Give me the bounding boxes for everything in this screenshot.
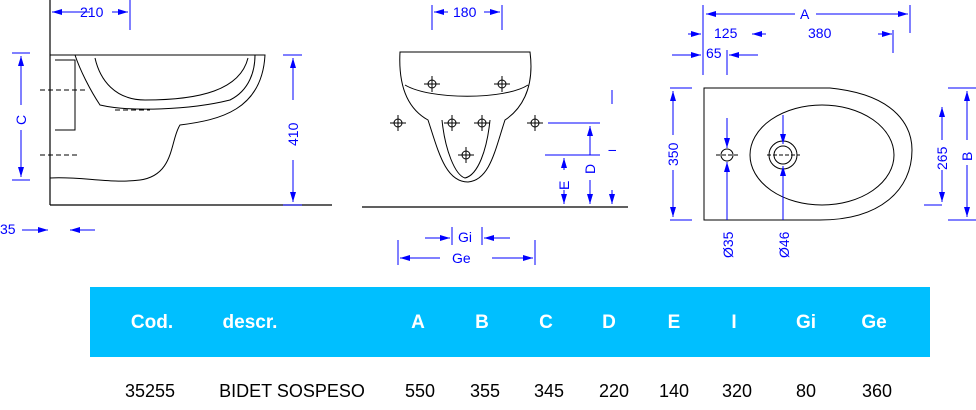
front-view: 180 E D I Gi Ge bbox=[362, 4, 628, 266]
header-i: I bbox=[731, 312, 737, 333]
header-a: A bbox=[411, 312, 425, 333]
dim-e: E bbox=[556, 181, 572, 190]
header-b: B bbox=[475, 312, 489, 333]
cell-c: 345 bbox=[533, 381, 565, 401]
dim-hole-46: Ø46 bbox=[776, 231, 792, 258]
cell-d: 220 bbox=[598, 381, 630, 401]
dim-125: 125 bbox=[714, 25, 738, 41]
cell-e: 140 bbox=[658, 381, 690, 401]
header-d: D bbox=[602, 312, 616, 333]
cell-cod: 35255 bbox=[124, 381, 176, 401]
cell-a: 550 bbox=[404, 381, 436, 401]
dim-410: 410 bbox=[285, 122, 301, 146]
dim-35: 35 bbox=[0, 221, 16, 237]
header-cod: Cod. bbox=[130, 312, 174, 333]
dim-ge: Ge bbox=[452, 250, 471, 266]
fixing-hole-marks bbox=[390, 76, 543, 163]
cell-gi: 80 bbox=[795, 381, 817, 401]
header-e: E bbox=[667, 312, 681, 333]
top-view: A 125 380 65 350 265 B Ø35 Ø46 bbox=[665, 5, 976, 258]
dim-c: C bbox=[13, 115, 29, 125]
cell-ge: 360 bbox=[861, 381, 893, 401]
cell-b: 355 bbox=[469, 381, 501, 401]
dim-210: 210 bbox=[80, 4, 104, 20]
dim-hole-35: Ø35 bbox=[720, 231, 736, 258]
table-header-band bbox=[90, 287, 930, 357]
header-gi: Gi bbox=[795, 312, 817, 333]
dim-180: 180 bbox=[453, 4, 477, 20]
dim-265: 265 bbox=[934, 146, 950, 170]
dim-350: 350 bbox=[665, 142, 681, 166]
side-view: 210 C 410 35 bbox=[0, 0, 332, 237]
dim-d: D bbox=[582, 164, 598, 174]
dim-i: I bbox=[607, 149, 619, 152]
cell-descr: BIDET SOSPESO bbox=[219, 381, 365, 401]
header-ge: Ge bbox=[861, 312, 887, 333]
header-c: C bbox=[539, 312, 553, 333]
header-descr: descr. bbox=[222, 312, 278, 333]
dim-b: B bbox=[959, 152, 975, 161]
dim-a: A bbox=[800, 6, 810, 22]
dim-65: 65 bbox=[706, 45, 722, 61]
technical-drawing: 210 C 410 35 180 bbox=[0, 0, 976, 266]
dim-gi: Gi bbox=[458, 229, 472, 245]
cell-i: 320 bbox=[721, 381, 753, 401]
dim-380: 380 bbox=[808, 25, 832, 41]
